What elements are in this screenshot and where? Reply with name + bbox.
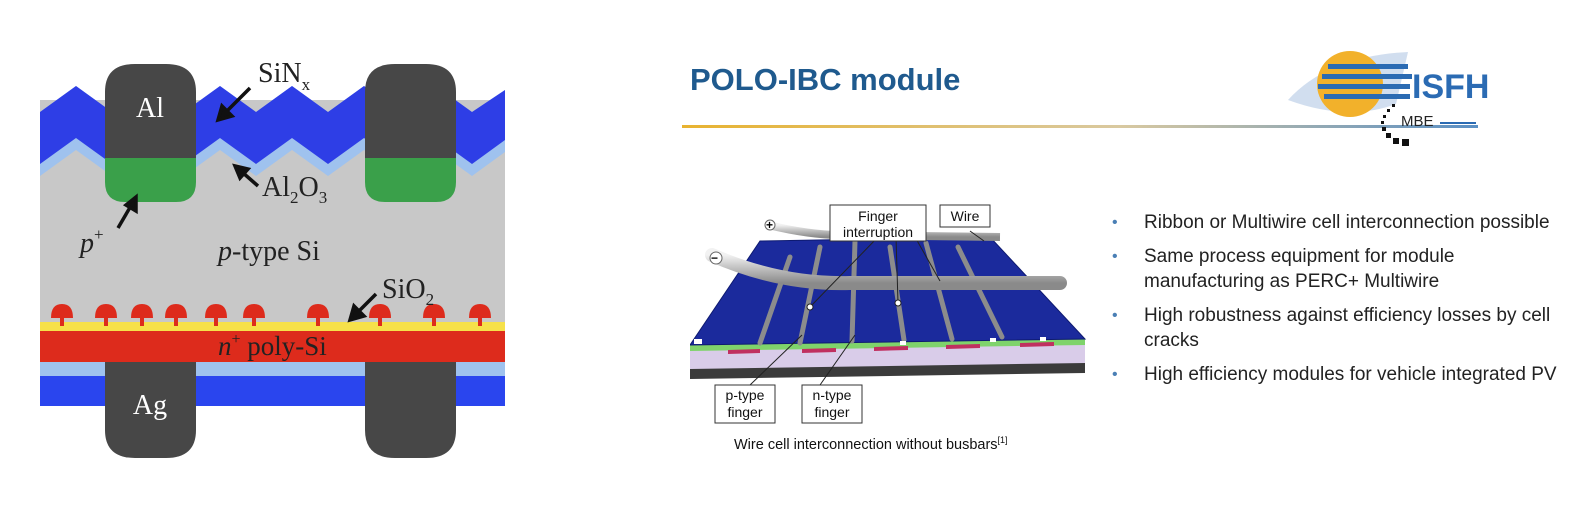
bump-stem: [214, 314, 218, 326]
ag-contact-right: [365, 362, 456, 458]
module-caption: Wire cell interconnection without busbar…: [734, 435, 1008, 453]
p-plus-arrow: [122, 193, 138, 215]
bullet-item: •High efficiency modules for vehicle int…: [1112, 364, 1557, 385]
sio2-label: SiO2: [382, 274, 434, 309]
bullet-dot: •: [1112, 366, 1118, 383]
module-wire-diagram: + − Finger interruption Wire p-type fing…: [690, 204, 1087, 453]
p-plus-region-left: [105, 158, 196, 202]
cell-cross-section-diagram: Al Ag SiNx Al2O3 p+ p-type Si SiO2 n+ po…: [40, 58, 505, 458]
al-label: Al: [136, 93, 164, 124]
bump-cap: [423, 304, 445, 318]
bullet-dot: •: [1112, 214, 1118, 231]
p-type-si-label: p-type Si: [216, 236, 320, 267]
p-type-finger-label-line2: finger: [727, 404, 762, 420]
bump-stem: [252, 314, 256, 326]
bump-cap: [95, 304, 117, 318]
cell-top-surface: [690, 237, 1085, 345]
bump-stem: [140, 314, 144, 326]
wire-middle: [705, 248, 1067, 291]
bump-stem: [174, 314, 178, 326]
logo-dots: [1381, 104, 1409, 146]
bump-cap: [131, 304, 153, 318]
bump-stem: [60, 314, 64, 326]
sio2-arrow: [347, 302, 368, 323]
bump-stem: [104, 314, 108, 326]
al2o3-arrow: [232, 163, 252, 182]
plus-sign: +: [766, 218, 773, 232]
bump-stem: [432, 314, 436, 326]
minus-sign: −: [711, 251, 718, 265]
al-contact-left: [105, 64, 196, 158]
ag-label: Ag: [133, 390, 167, 421]
al-contact-right: [365, 64, 456, 158]
p-plus-label: p+: [78, 225, 104, 259]
title-underline: [682, 125, 1478, 128]
finger-interruption-label-line1: Finger: [858, 208, 898, 224]
bump-stem: [316, 314, 320, 326]
bullet-item: •High robustness against efficiency loss…: [1112, 305, 1551, 351]
bump-cap: [51, 304, 73, 318]
finger-interruption-label-line2: interruption: [843, 224, 913, 240]
p-type-finger-label-line1: p-type: [726, 387, 765, 403]
bump-cap: [369, 304, 391, 318]
bump-cap: [307, 304, 329, 318]
p-plus-region-right: [365, 158, 456, 202]
slide-title: POLO-IBC module: [690, 62, 961, 97]
sinx-arrow: [215, 102, 236, 123]
bump-cap: [205, 304, 227, 318]
bullet-item: •Ribbon or Multiwire cell interconnectio…: [1112, 212, 1550, 233]
n-poly-si-label: n+ poly-Si: [218, 331, 327, 361]
ag-contact-left: [105, 362, 196, 458]
mbe-wordmark: MBE: [1401, 113, 1434, 130]
al2o3-label: Al2O3: [262, 172, 327, 207]
bullet-item: •Same process equipment for module manuf…: [1112, 246, 1455, 292]
bullet-dot: •: [1112, 307, 1118, 324]
bump-cap: [165, 304, 187, 318]
bump-stem: [378, 314, 382, 326]
bump-cap: [243, 304, 265, 318]
isfh-wordmark: ISFH: [1412, 68, 1488, 106]
n-type-finger-label-line1: n-type: [813, 387, 852, 403]
n-poly-layer: [40, 330, 505, 362]
bullet-dot: •: [1112, 248, 1118, 265]
isfh-logo: ISFH MBE: [1288, 51, 1488, 146]
bump-stem: [478, 314, 482, 326]
bullet-list: •Ribbon or Multiwire cell interconnectio…: [1112, 210, 1562, 396]
n-type-finger-label-line2: finger: [814, 404, 849, 420]
bump-cap: [469, 304, 491, 318]
poly-si-bumps: [51, 304, 491, 326]
sinx-label: SiNx: [258, 58, 311, 94]
sio2-layer: [40, 322, 505, 331]
wire-label: Wire: [951, 208, 980, 224]
